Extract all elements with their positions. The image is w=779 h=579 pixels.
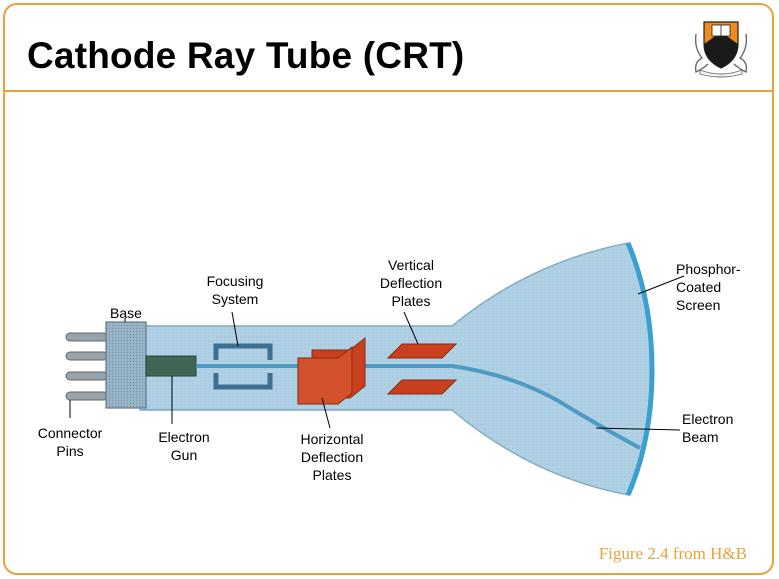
tube-base — [105, 321, 147, 409]
electron-beam — [196, 364, 641, 450]
label-electron-beam: Electron Beam — [682, 411, 734, 445]
label-focusing-system: Focusing System — [206, 273, 264, 307]
label-vertical-deflection-plates: Vertical Deflection Plates — [379, 257, 443, 309]
label-electron-gun: Electron Gun — [158, 429, 210, 463]
horizontal-deflection-plates — [297, 336, 366, 405]
label-horizontal-deflection-plates: Horizontal Deflection Plates — [300, 431, 364, 483]
beam-leader — [595, 427, 681, 431]
slide-title: Cathode Ray Tube (CRT) — [27, 35, 465, 76]
connector-pins — [65, 332, 109, 401]
phosphor-screen — [625, 242, 655, 496]
vertical-plates-leader — [403, 311, 419, 345]
label-connector-pins: Connector Pins — [37, 425, 103, 459]
figure-caption: Figure 2.4 from H&B — [598, 544, 747, 563]
electron-gun — [145, 355, 197, 377]
focusing-leader — [231, 311, 239, 347]
vertical-deflection-plates — [386, 343, 458, 395]
label-phosphor-coated-screen: Phosphor- Coated Screen — [676, 261, 741, 313]
label-base: Base — [110, 305, 142, 321]
princeton-shield-icon — [694, 21, 748, 78]
focusing-system — [213, 343, 273, 390]
screen-leader — [637, 275, 685, 295]
horizontal-plates-leader — [321, 397, 331, 429]
title-divider — [5, 90, 772, 92]
